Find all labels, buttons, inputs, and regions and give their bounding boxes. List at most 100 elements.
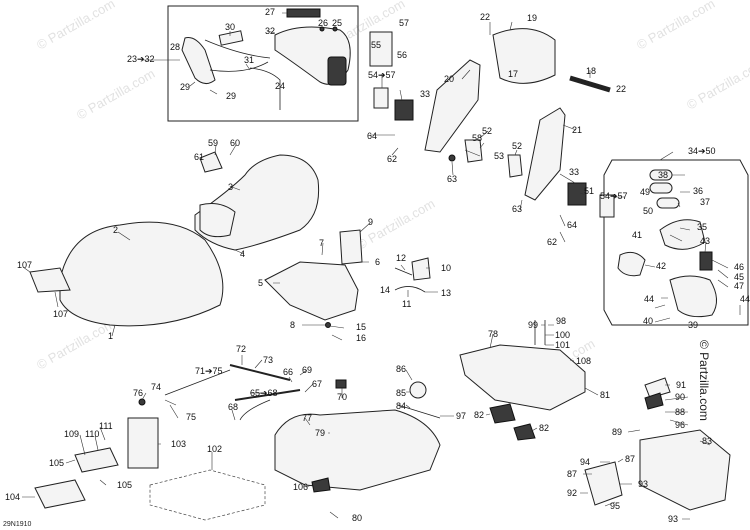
callout-32: 32 xyxy=(265,26,275,36)
bracket-part-20 xyxy=(424,59,481,153)
callout-44: 44 xyxy=(644,294,654,304)
callout-105: 105 xyxy=(49,458,64,468)
plate-part-92 xyxy=(584,461,623,506)
callout-51: 51 xyxy=(584,186,594,196)
callout-7: 7 xyxy=(319,238,324,248)
plate-part-55 xyxy=(369,31,393,67)
callout-97: 97 xyxy=(456,411,466,421)
callout-1: 1 xyxy=(108,331,113,341)
seat-base xyxy=(264,229,431,328)
callout-78: 78 xyxy=(488,329,498,339)
callout-45: 45 xyxy=(734,272,744,282)
callout-64: 64 xyxy=(367,131,377,141)
callout-58: 58 xyxy=(472,133,482,143)
watermark: © Partzilla.com xyxy=(634,0,717,53)
callout-54-57: 54➔57 xyxy=(368,70,396,80)
callout-6: 6 xyxy=(375,257,380,267)
callout-105: 105 xyxy=(117,480,132,490)
callout-93: 93 xyxy=(638,479,648,489)
callout-56: 56 xyxy=(397,50,407,60)
callout-66: 66 xyxy=(283,367,293,377)
seats xyxy=(29,151,320,327)
callout-87: 87 xyxy=(567,469,577,479)
trim-part-107 xyxy=(29,267,71,293)
callout-14: 14 xyxy=(380,285,390,295)
callout-61: 61 xyxy=(194,152,204,162)
callout-85: 85 xyxy=(396,388,406,398)
frame-part-5 xyxy=(264,261,359,321)
callout-29: 29 xyxy=(226,91,236,101)
backrest-part-17 xyxy=(492,28,556,84)
seat-part-4 xyxy=(199,203,236,238)
callout-37: 37 xyxy=(700,197,710,207)
callout-82: 82 xyxy=(539,423,549,433)
callout-28: 28 xyxy=(170,42,180,52)
callout-50: 50 xyxy=(643,206,653,216)
callout-93: 93 xyxy=(668,514,678,524)
callout-60: 60 xyxy=(230,138,240,148)
callout-15: 15 xyxy=(356,322,366,332)
callout-33: 33 xyxy=(569,167,579,177)
callout-labels: 27 26 25 30 32 28 23➔32 31 24 29 29 57 5… xyxy=(5,7,750,524)
callout-41: 41 xyxy=(632,230,642,240)
rear-backrest-assembly xyxy=(369,28,615,218)
callout-43: 43 xyxy=(700,236,710,246)
part-38b xyxy=(649,182,673,194)
callout-77: 77 xyxy=(302,413,312,423)
callout-39: 39 xyxy=(688,320,698,330)
strap-part-73 xyxy=(229,364,291,381)
plate-part-52 xyxy=(507,154,523,178)
callout-27: 27 xyxy=(265,7,275,17)
panel-part-103 xyxy=(127,417,159,469)
callout-76: 76 xyxy=(133,388,143,398)
callout-72: 72 xyxy=(236,344,246,354)
cable-part-68 xyxy=(239,399,271,421)
knob-part-85 xyxy=(409,381,427,399)
latch-part-33a xyxy=(394,99,414,121)
callout-23-32: 23➔32 xyxy=(127,54,155,64)
bracket-part-21 xyxy=(524,107,566,201)
callout-81: 81 xyxy=(600,390,610,400)
tray-assembly xyxy=(459,320,586,441)
bin-part-77 xyxy=(274,409,441,491)
callout-88: 88 xyxy=(675,407,685,417)
tray-part-104 xyxy=(34,479,86,509)
part-42 xyxy=(617,251,646,277)
callout-94: 94 xyxy=(580,457,590,467)
callout-49: 49 xyxy=(640,187,650,197)
callout-100: 100 xyxy=(555,330,570,340)
brand-label: © Partzilla.com xyxy=(697,340,711,421)
callout-4: 4 xyxy=(240,249,245,259)
leader-lines xyxy=(22,12,741,520)
callout-35: 35 xyxy=(697,222,707,232)
callout-22: 22 xyxy=(480,12,490,22)
callout-65-68: 65➔68 xyxy=(250,388,278,398)
clip-part-106 xyxy=(311,477,331,493)
callout-62: 62 xyxy=(547,237,557,247)
callout-111: 111 xyxy=(99,421,113,431)
callout-13: 13 xyxy=(441,288,451,298)
callout-86: 86 xyxy=(396,364,406,374)
plate-part-58 xyxy=(464,139,483,163)
clip-part-82b xyxy=(513,423,536,441)
callout-74: 74 xyxy=(151,382,161,392)
callout-104: 104 xyxy=(5,492,20,502)
callout-92: 92 xyxy=(567,488,577,498)
part-43 xyxy=(699,251,713,271)
callout-98: 98 xyxy=(556,316,566,326)
part-70 xyxy=(335,379,347,389)
callout-71-75: 71➔75 xyxy=(195,366,223,376)
callout-108: 108 xyxy=(576,356,591,366)
callout-73: 73 xyxy=(263,355,273,365)
callout-75: 75 xyxy=(186,412,196,422)
callout-18: 18 xyxy=(586,66,596,76)
callout-110: 110 xyxy=(85,429,99,439)
callout-12: 12 xyxy=(396,253,406,263)
callout-95: 95 xyxy=(610,501,620,511)
callout-47: 47 xyxy=(734,281,744,291)
callout-91: 91 xyxy=(676,380,686,390)
storage-assembly xyxy=(617,169,717,318)
bracket-part-83 xyxy=(639,429,731,511)
latch-part-33b xyxy=(567,182,587,206)
